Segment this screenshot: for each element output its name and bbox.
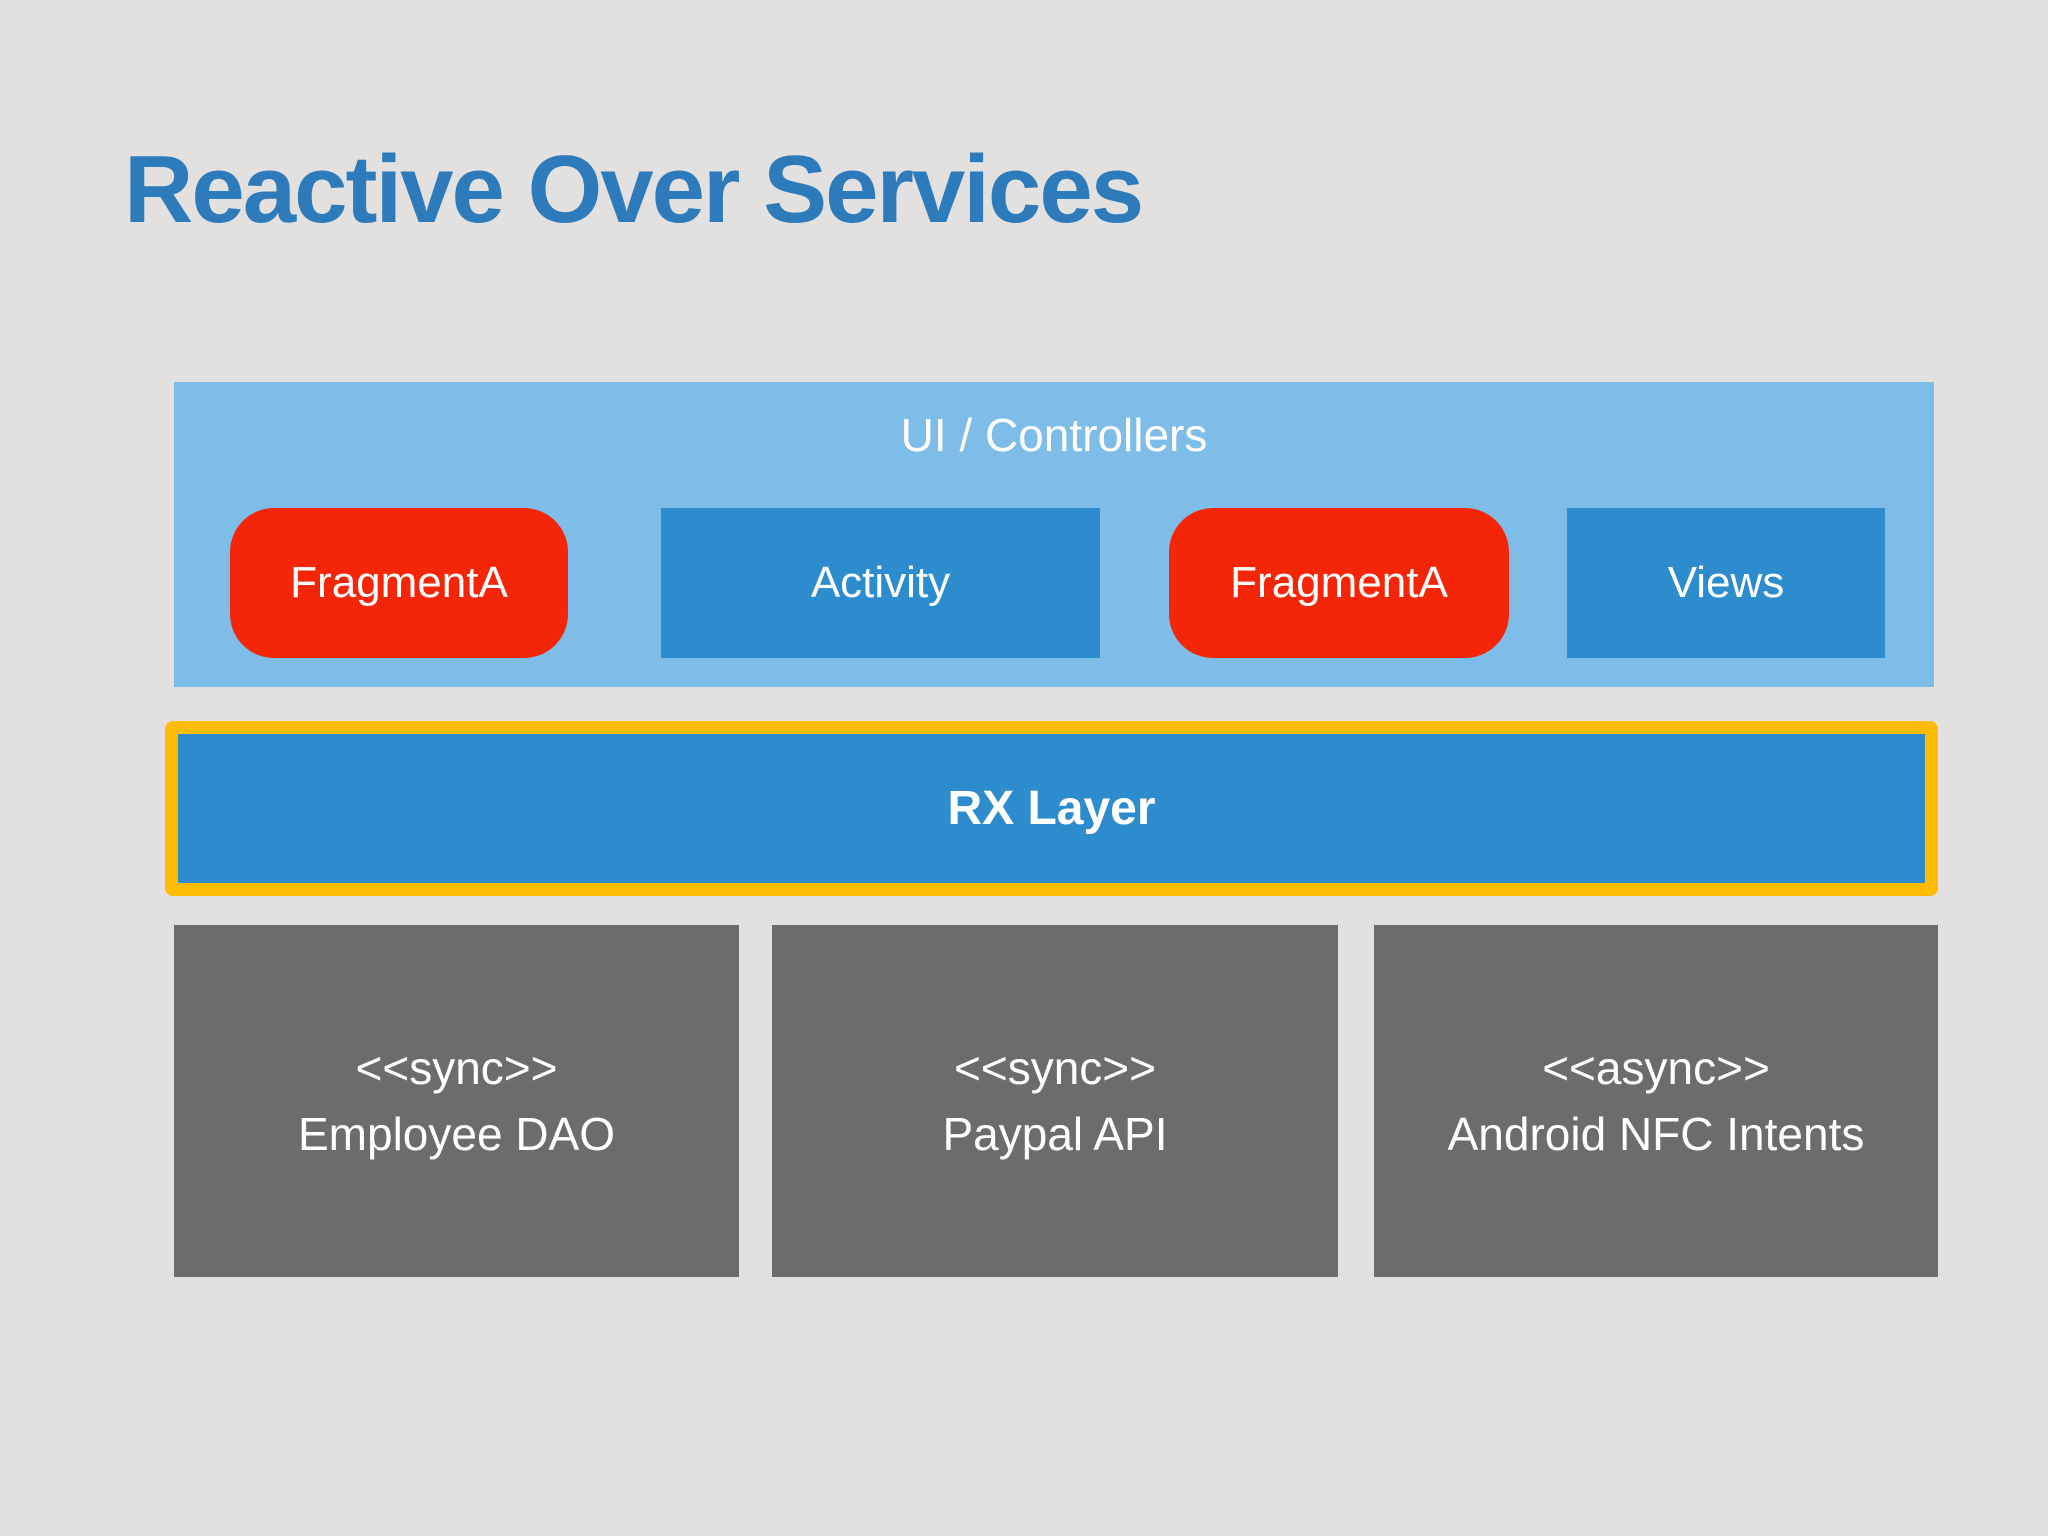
views-label: Views [1667,558,1785,607]
service-stereotype: <<sync>> [953,1042,1157,1094]
activity-label: Activity [810,558,951,607]
rx-layer-box: RX Layer [165,721,1938,896]
ui-controllers-label: UI / Controllers [900,409,1208,461]
service-box-employee-dao: <<sync>> Employee DAO [174,925,739,1277]
service-name: Employee DAO [297,1108,615,1160]
slide-title: Reactive Over Services [124,136,1144,243]
service-box-android-nfc-intents: <<async>> Android NFC Intents [1374,925,1938,1277]
rx-layer-label: RX Layer [947,782,1156,835]
service-name: Paypal API [942,1108,1168,1160]
fragment-a-box-2: FragmentA [1169,508,1509,658]
fragment-a-box-1: FragmentA [230,508,568,658]
fragment-a-label-1: FragmentA [290,558,508,607]
service-stereotype: <<sync>> [355,1042,558,1094]
ui-controllers-container: UI / Controllers FragmentA Activity Frag… [174,382,1934,687]
service-stereotype: <<async>> [1542,1042,1770,1094]
views-box: Views [1567,508,1885,658]
service-name: Android NFC Intents [1447,1108,1865,1160]
service-box-paypal-api: <<sync>> Paypal API [772,925,1338,1277]
activity-box: Activity [661,508,1100,658]
fragment-a-label-2: FragmentA [1230,558,1448,607]
